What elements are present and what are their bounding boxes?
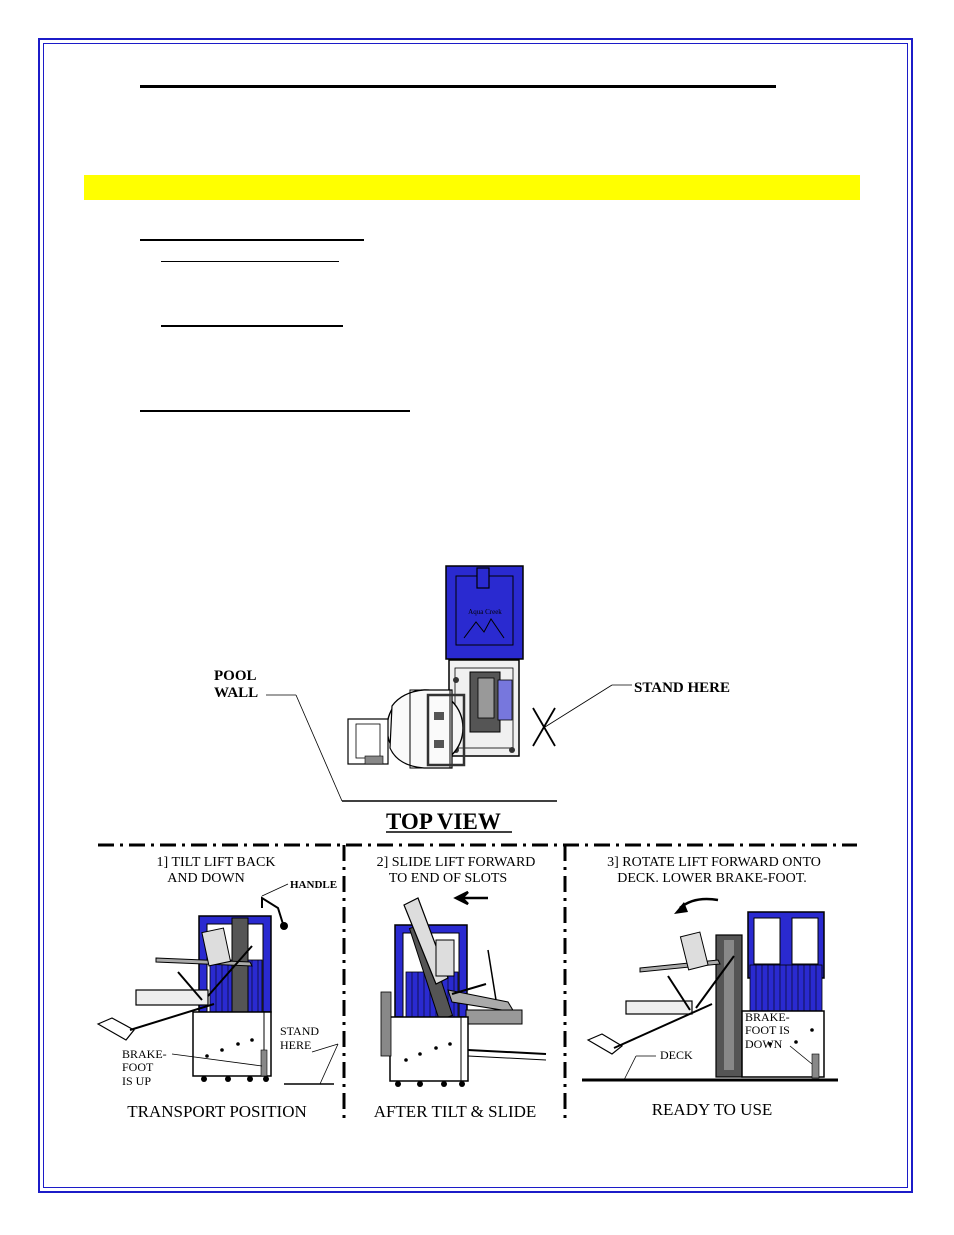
- step-3-caption: READY TO USE: [652, 1100, 773, 1119]
- subsection-rule-1: [161, 261, 339, 262]
- step-2-panel: 2] SLIDE LIFT FORWARD TO END OF SLOTS A: [374, 855, 547, 1121]
- section-rule-1: [140, 239, 364, 241]
- brake-foot-down-label-2: FOOT IS: [745, 1023, 790, 1037]
- brake-foot-down-label-3: DOWN: [745, 1037, 783, 1051]
- title-rule: [140, 85, 776, 88]
- page-border-outer: [38, 38, 913, 1193]
- top-view-title: TOP VIEW: [386, 809, 501, 834]
- brake-foot-up-label: BRAKE-: [122, 1047, 167, 1061]
- lift-base-step-3: [741, 1010, 825, 1078]
- brake-foot-up-label-2: FOOT: [122, 1060, 154, 1074]
- step-3-panel: 3] ROTATE LIFT FORWARD ONTO DECK. LOWER …: [582, 855, 838, 1119]
- step-1-instruction-line2: AND DOWN: [167, 871, 244, 886]
- step-1-panel: 1] TILT LIFT BACK AND DOWN HANDLE: [96, 855, 339, 1121]
- step-1-caption: TRANSPORT POSITION: [127, 1102, 307, 1121]
- lift-base-step-1: [192, 1011, 272, 1077]
- top-view-drawing: Aqua Creek POOL WALL STAND HERE TO: [214, 565, 730, 834]
- brake-foot-down-label: BRAKE-: [745, 1010, 790, 1024]
- stand-here-label: STAND HERE: [634, 680, 730, 696]
- pool-wall-label: POOL: [214, 668, 257, 684]
- slide-arrow-icon: [453, 890, 488, 906]
- section-rule-2: [140, 410, 410, 412]
- mountain-logo-icon: [463, 618, 505, 639]
- step-1-instruction-line1: 1] TILT LIFT BACK: [157, 855, 276, 870]
- page-border-inner: [43, 43, 908, 1188]
- brake-foot-up-label-3: IS UP: [122, 1074, 151, 1088]
- deck-label: DECK: [660, 1048, 693, 1062]
- stand-here-label-step-1: STAND: [280, 1024, 319, 1038]
- subsection-rule-2: [161, 325, 343, 327]
- aqua-creek-logo: Aqua Creek: [468, 608, 502, 616]
- step-2-instruction-line1: 2] SLIDE LIFT FORWARD: [377, 855, 536, 870]
- step-2-caption: AFTER TILT & SLIDE: [374, 1102, 537, 1121]
- step-frames: [98, 843, 857, 1120]
- step-3-instruction-line2: DECK. LOWER BRAKE-FOOT.: [617, 871, 807, 886]
- step-3-instruction-line1: 3] ROTATE LIFT FORWARD ONTO: [607, 855, 821, 870]
- warning-highlight-bar: [84, 175, 860, 200]
- stand-here-label-step-1-2: HERE: [280, 1038, 311, 1052]
- lift-base-step-2: [389, 1016, 469, 1082]
- step-2-instruction-line2: TO END OF SLOTS: [389, 871, 507, 886]
- pool-wall-label-2: WALL: [214, 685, 258, 701]
- handle-label: HANDLE: [290, 879, 337, 891]
